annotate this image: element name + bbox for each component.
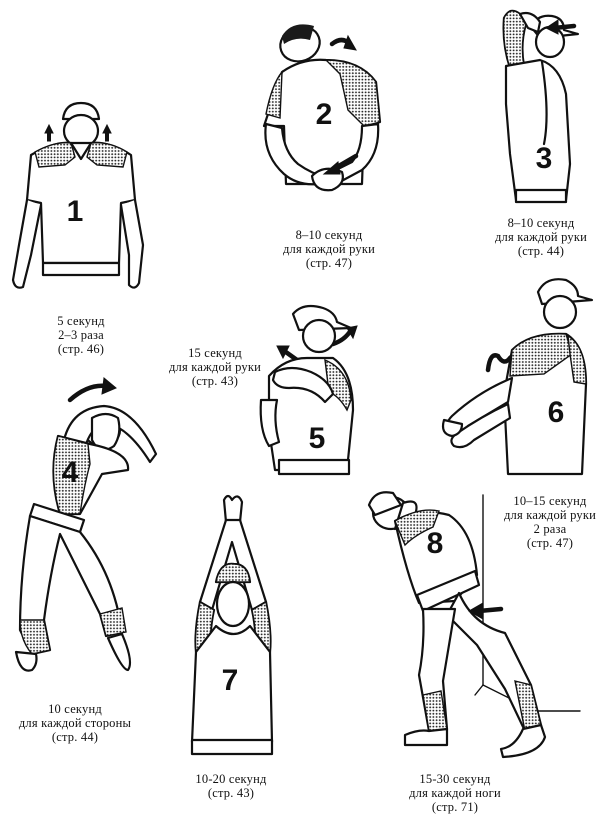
caption-5: 15 секунд для каждой руки (стр. 43) [150, 346, 280, 388]
caption-duration: 15-30 секунд [419, 772, 491, 786]
caption-repeat: 2 раза [533, 522, 567, 536]
caption-duration: 10 секунд [48, 702, 102, 716]
arrow-up-icon [44, 123, 54, 142]
caption-8: 15-30 секунд для каждой ноги (стр. 71) [390, 772, 520, 814]
caption-page: (стр. 44) [517, 244, 565, 258]
caption-detail: для каждой ноги [409, 786, 501, 800]
caption-detail: для каждой стороны [18, 716, 132, 730]
caption-1: 5 секунд 2–3 раза (стр. 46) [28, 314, 134, 356]
arrow-up-icon [102, 123, 112, 142]
caption-page: (стр. 43) [207, 786, 255, 800]
stretch-figure-4: 4 [10, 374, 180, 692]
stretch-figure-6: 6 [438, 274, 602, 478]
caption-6: 10–15 секунд для каждой руки 2 раза (стр… [492, 494, 608, 550]
caption-3: 8–10 секунд для каждой руки (стр. 44) [476, 216, 606, 258]
figure-number: 7 [222, 664, 239, 697]
stretch-figure-2: 2 [252, 14, 400, 222]
caption-page: (стр. 47) [526, 536, 574, 550]
caption-page: (стр. 46) [57, 342, 105, 356]
caption-2: 8–10 секунд для каждой руки (стр. 47) [264, 228, 394, 270]
figure-number: 8 [427, 527, 444, 560]
caption-repeat: 2–3 раза [58, 328, 104, 342]
caption-duration: 8–10 секунд [507, 216, 575, 230]
figure-number: 3 [536, 142, 553, 175]
caption-page: (стр. 47) [305, 256, 353, 270]
stretch-figure-3: 3 [480, 4, 588, 212]
caption-detail: для каждой руки [503, 508, 597, 522]
caption-page: (стр. 43) [191, 374, 239, 388]
caption-detail: для каждой руки [168, 360, 262, 374]
figure-number: 4 [62, 456, 79, 489]
caption-page: (стр. 44) [51, 730, 99, 744]
caption-4: 10 секунд для каждой стороны (стр. 44) [0, 702, 150, 744]
stretch-figure-8: 8 [355, 485, 581, 760]
caption-detail: для каждой руки [282, 242, 376, 256]
caption-duration: 15 секунд [188, 346, 242, 360]
caption-7: 10-20 секунд (стр. 43) [176, 772, 286, 800]
caption-duration: 10–15 секунд [513, 494, 587, 508]
figure-number: 5 [309, 422, 326, 455]
curved-arrow-icon [67, 383, 109, 403]
caption-duration: 10-20 секунд [195, 772, 267, 786]
figure-number: 6 [548, 396, 565, 429]
stretch-figure-7: 7 [180, 492, 284, 764]
stretch-figure-5: 5 [255, 300, 365, 476]
stretch-figure-1: 1 [5, 95, 145, 310]
caption-duration: 5 секунд [57, 314, 105, 328]
caption-detail: для каждой руки [494, 230, 588, 244]
caption-page: (стр. 71) [431, 800, 479, 814]
caption-duration: 8–10 секунд [295, 228, 363, 242]
figure-number: 1 [67, 195, 84, 228]
figure-number: 2 [316, 98, 333, 131]
